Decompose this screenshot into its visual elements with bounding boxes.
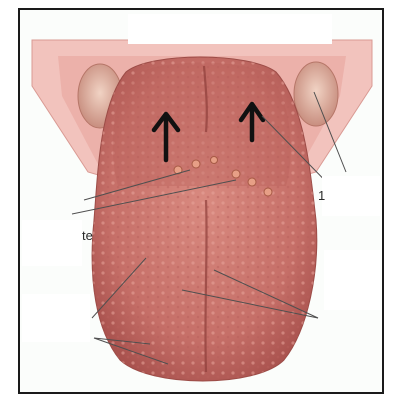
label-fragment-te: te: [82, 228, 93, 243]
label-box-left-mid: [22, 220, 82, 266]
label-fragment-1: 1: [318, 188, 325, 203]
label-box-left-low: [22, 294, 90, 342]
label-box-top: [128, 14, 332, 44]
tongue-back-region: [113, 63, 291, 187]
label-box-right-mid: [322, 176, 380, 216]
right-tonsil-icon: [294, 62, 338, 126]
label-box-right-low: [324, 250, 380, 310]
